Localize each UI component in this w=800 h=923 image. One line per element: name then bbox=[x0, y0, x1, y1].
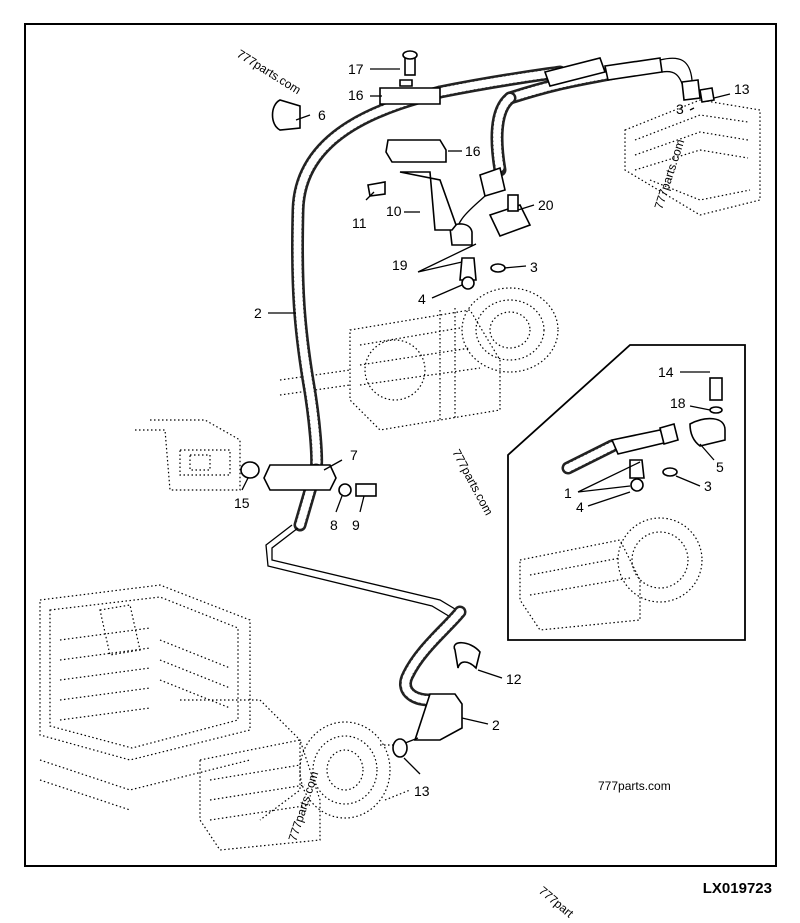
watermark-bottom: 777part bbox=[536, 884, 577, 921]
clamp-7-assembly bbox=[240, 461, 377, 497]
callout-4-upper: 4 bbox=[418, 291, 426, 307]
callout-6: 6 bbox=[318, 107, 326, 123]
callout-1: 1 bbox=[564, 485, 572, 501]
watermark-center-right: 777parts.com bbox=[449, 447, 495, 518]
callout-20: 20 bbox=[538, 197, 554, 213]
callout-7: 7 bbox=[350, 447, 358, 463]
callout-13-lower: 13 bbox=[414, 783, 430, 799]
engine-illustration-upper-right bbox=[624, 99, 761, 216]
callout-5: 5 bbox=[716, 459, 724, 475]
callout-9: 9 bbox=[352, 517, 360, 533]
compressor-illustration-upper bbox=[279, 287, 559, 431]
callout-4-inset: 4 bbox=[576, 499, 584, 515]
bracket-assembly bbox=[271, 50, 457, 231]
leader-lines bbox=[241, 68, 731, 775]
hose-bundle-upper bbox=[433, 57, 715, 177]
callout-18: 18 bbox=[670, 395, 686, 411]
callout-3-inset: 3 bbox=[704, 478, 712, 494]
callout-15: 15 bbox=[234, 495, 250, 511]
callout-19: 19 bbox=[392, 257, 408, 273]
callouts: 17 16 16 6 11 10 20 19 3 13 3 4 2 7 15 8… bbox=[234, 61, 750, 799]
callout-8: 8 bbox=[330, 517, 338, 533]
watermark-main: 777parts.com bbox=[598, 779, 671, 793]
callout-2-lower: 2 bbox=[492, 717, 500, 733]
callout-11: 11 bbox=[352, 215, 367, 231]
callout-17: 17 bbox=[348, 61, 364, 77]
callout-3-upper-right: 3 bbox=[676, 101, 684, 117]
diagram-frame bbox=[24, 23, 777, 867]
watermark-right-upper: 777parts.com bbox=[652, 137, 688, 210]
fittings-upper bbox=[449, 166, 532, 290]
clamp-12-assembly bbox=[392, 641, 481, 758]
radiator-illustration bbox=[39, 584, 301, 821]
callout-13-upper: 13 bbox=[734, 81, 750, 97]
diagram-reference-code: LX019723 bbox=[703, 880, 772, 897]
callout-3-middle: 3 bbox=[530, 259, 538, 275]
callout-12: 12 bbox=[506, 671, 522, 687]
bracket-illustration-left bbox=[135, 419, 241, 491]
callout-16-top: 16 bbox=[348, 87, 364, 103]
callout-16-middle: 16 bbox=[465, 143, 481, 159]
callout-2-upper: 2 bbox=[254, 305, 262, 321]
callout-14: 14 bbox=[658, 364, 674, 380]
watermark-top-left: 777parts.com bbox=[234, 47, 303, 97]
callout-10: 10 bbox=[386, 203, 402, 219]
